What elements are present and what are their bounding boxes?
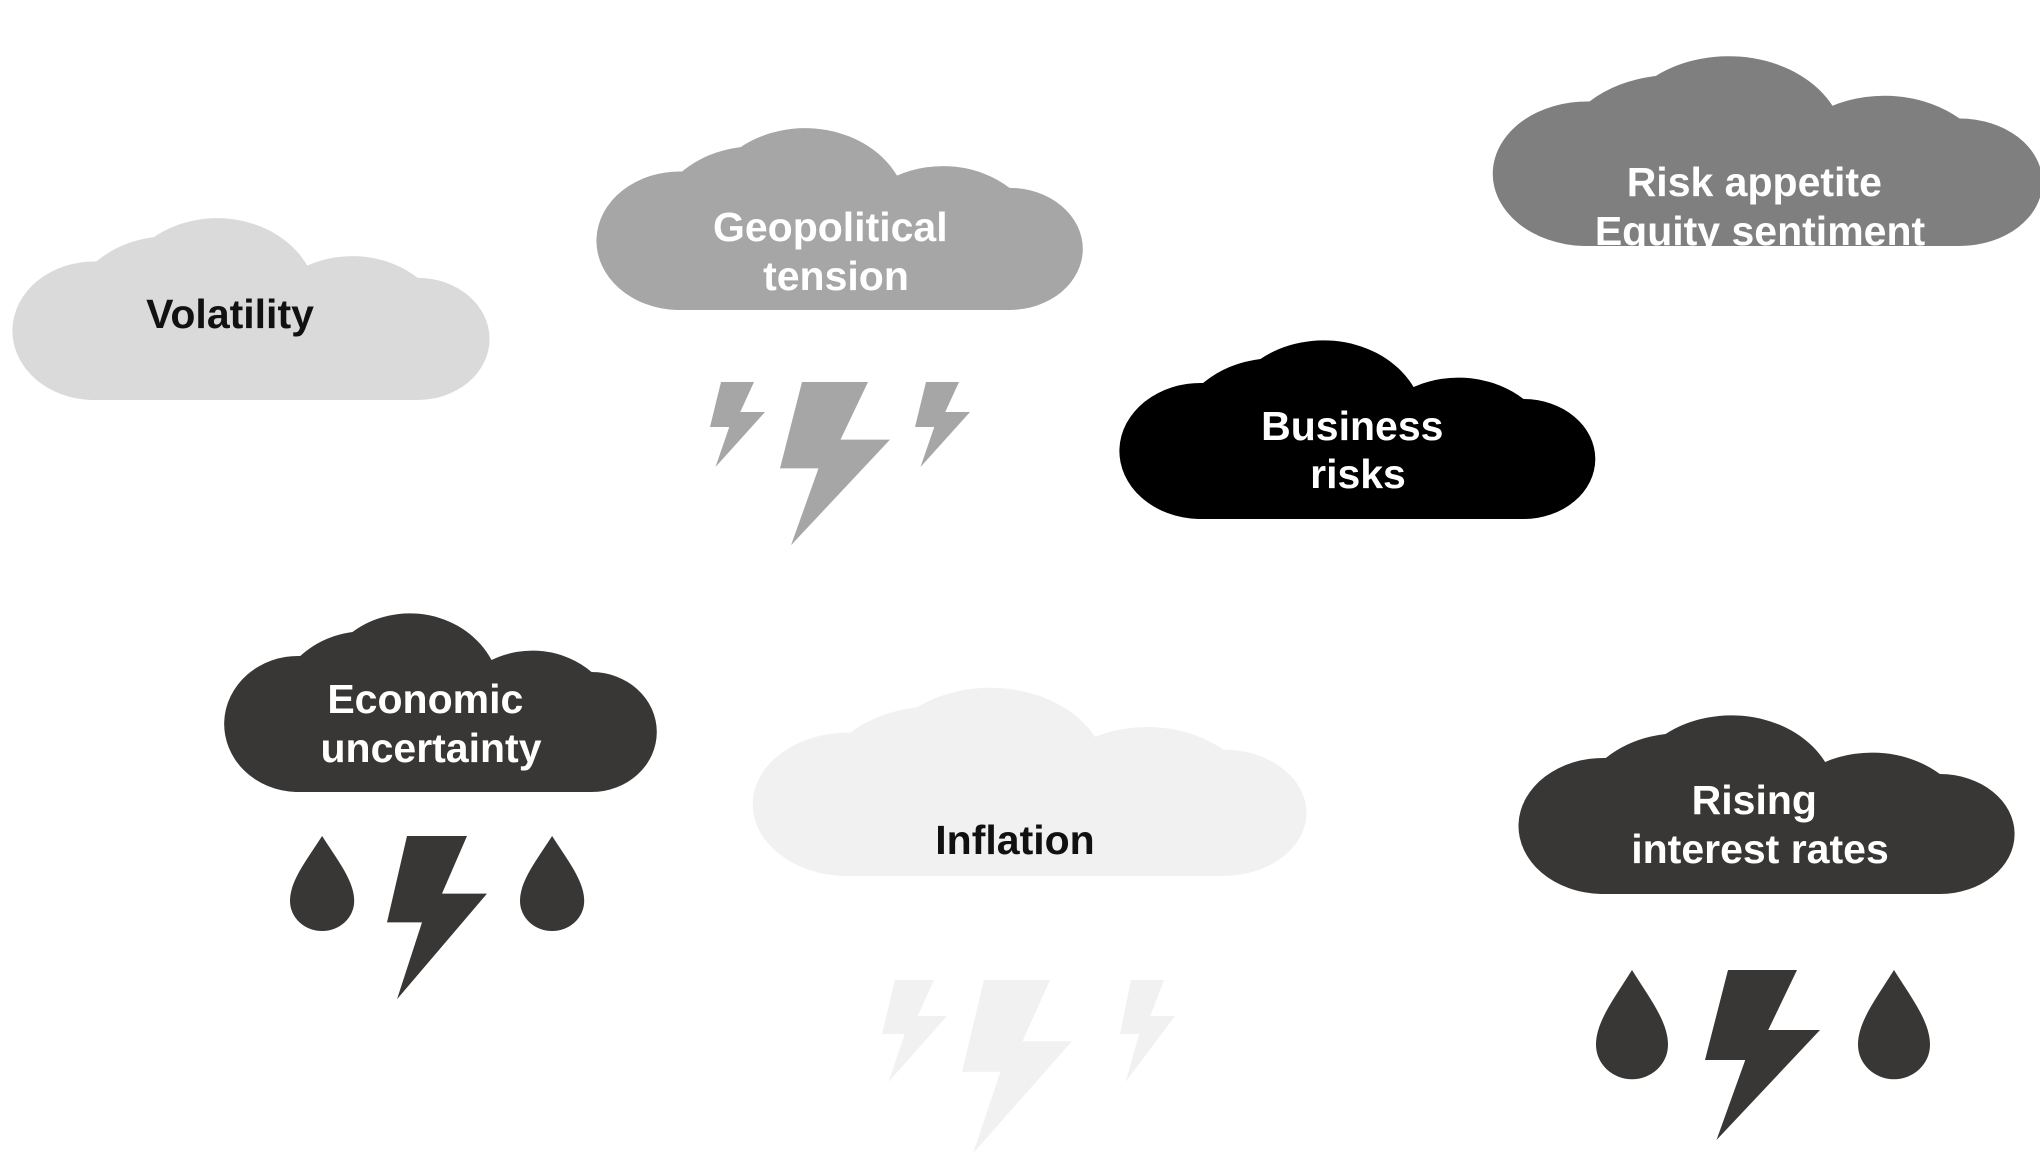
inflation-weather bbox=[882, 980, 1175, 1154]
cloud-business-risks-line-2: risks bbox=[1310, 451, 1406, 497]
cloud-business-risks-label: Business risks bbox=[1261, 403, 1455, 497]
cloud-volatility-line-1: Volatility bbox=[146, 291, 314, 337]
cloud-economic-uncertainty-line-1: Economic bbox=[327, 676, 523, 722]
raindrop-icon bbox=[1858, 970, 1930, 1080]
cloud-inflation-line-1: Inflation bbox=[935, 817, 1094, 863]
lightning-bolt-small-icon bbox=[710, 382, 765, 467]
lightning-bolt-small-icon bbox=[882, 980, 947, 1082]
cloud-risk-appetite-line-1: Risk appetite bbox=[1627, 159, 1882, 205]
lightning-bolt-icon bbox=[387, 836, 487, 1000]
raindrop-icon bbox=[520, 836, 585, 931]
lightning-bolt-icon bbox=[1705, 970, 1820, 1140]
cloud-geopolitical-tension-label: Geopolitical tension bbox=[713, 204, 959, 299]
lightning-bolt-small-icon bbox=[1120, 980, 1175, 1082]
cloud-geopolitical-tension-line-1: Geopolitical bbox=[713, 204, 948, 250]
cloud-rising-interest-rates-line-2: interest rates bbox=[1631, 826, 1889, 872]
raindrop-icon bbox=[290, 836, 355, 931]
raindrop-icon bbox=[1596, 970, 1668, 1080]
cloud-risk-appetite-label: Risk appetite Equity sentiment bbox=[1595, 159, 1926, 254]
lightning-bolt-small-icon bbox=[915, 382, 970, 467]
cloud-economic-uncertainty-line-2: uncertainty bbox=[321, 725, 542, 771]
cloud-economic-uncertainty-label: Economic uncertainty bbox=[321, 676, 542, 771]
cloud-business-risks-line-1: Business bbox=[1261, 403, 1443, 449]
cloud-risk-appetite-line-2: Equity sentiment bbox=[1595, 208, 1926, 254]
lightning-bolt-large-icon bbox=[780, 382, 890, 546]
rising-interest-rates-weather bbox=[1596, 970, 1930, 1140]
economic-uncertainty-weather bbox=[290, 836, 585, 1000]
cloud-rising-interest-rates-label: Rising interest rates bbox=[1631, 777, 1889, 872]
cloud-rising-interest-rates-line-1: Rising bbox=[1692, 777, 1817, 823]
geopolitical-tension-weather bbox=[710, 382, 970, 546]
cloud-inflation-label: Inflation bbox=[935, 817, 1094, 863]
cloud-geopolitical-tension-line-2: tension bbox=[763, 253, 909, 299]
cloud-volatility-label: Volatility bbox=[146, 291, 314, 337]
lightning-bolt-large-icon bbox=[962, 980, 1072, 1154]
